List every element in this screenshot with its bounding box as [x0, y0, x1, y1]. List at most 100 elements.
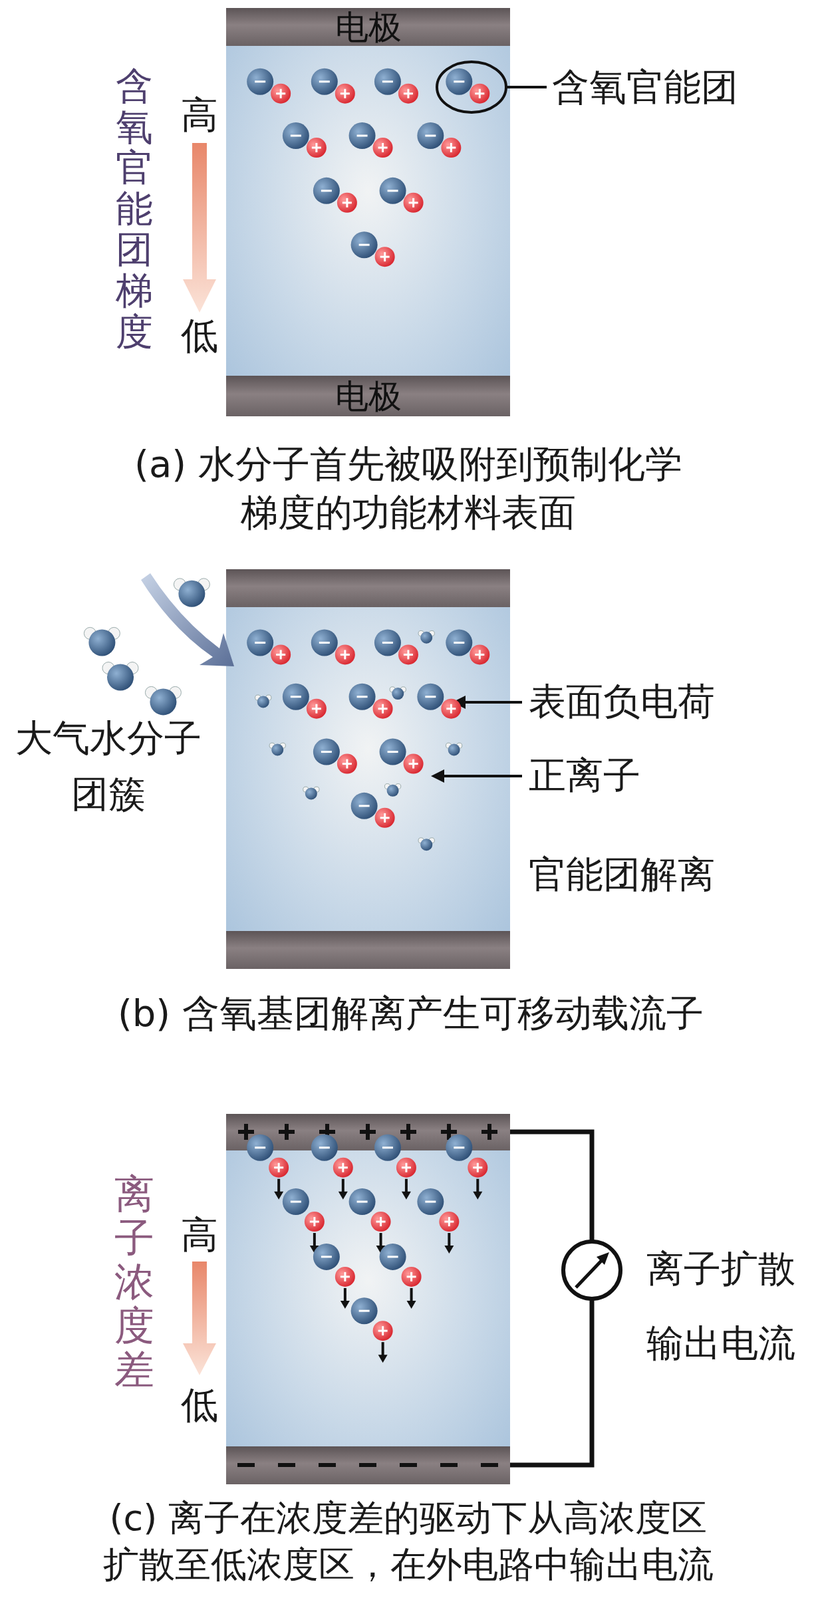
- minus-sign: [424, 1201, 436, 1204]
- vertical-label: 含氧官能团梯度: [115, 65, 153, 352]
- minus-sign: [424, 135, 436, 137]
- negative-charge: [282, 683, 310, 711]
- positive-ion: [373, 698, 394, 719]
- plus-sign: [343, 89, 346, 99]
- ammeter: [563, 1241, 621, 1299]
- plus-sign: [383, 252, 386, 262]
- plus-sign: [446, 1123, 451, 1140]
- plus-sign: [407, 649, 409, 660]
- minus-sign: [319, 1146, 330, 1149]
- positive-ion: [333, 1157, 354, 1178]
- drift-arrow: [410, 1288, 413, 1303]
- plus-sign: [279, 649, 282, 660]
- oxygen-atom: [107, 664, 134, 691]
- drift-arrow: [343, 1288, 347, 1303]
- positive-ion: [270, 644, 291, 665]
- leader-arrow: [438, 774, 523, 778]
- minus-sign: [321, 189, 332, 192]
- callout-label: 含氧官能团: [551, 63, 739, 111]
- ion-pairs: [246, 68, 490, 1363]
- plus-sign: [450, 704, 453, 714]
- positive-ion: [337, 192, 358, 213]
- arrow-head: [407, 1300, 417, 1309]
- plus-sign: [487, 1123, 492, 1140]
- negative-charge: [416, 122, 444, 149]
- electrode: 电极: [226, 7, 511, 46]
- electrode: [226, 1446, 511, 1485]
- positive-ion: [373, 1320, 394, 1341]
- plus-sign: [407, 89, 409, 99]
- plus-sign: [277, 1163, 280, 1173]
- plus-sign: [365, 1123, 370, 1140]
- drift-arrow: [379, 1232, 383, 1247]
- positive-ion: [467, 1157, 488, 1178]
- positive-ion: [306, 698, 327, 719]
- level-label: 高: [180, 91, 219, 139]
- callout-ellipse: [436, 61, 507, 113]
- positive-ion: [440, 698, 461, 719]
- ammeter-needle-head: [596, 1252, 610, 1265]
- callout-label: 离子扩散 输出电流: [646, 1231, 807, 1381]
- plus-sign: [315, 704, 318, 714]
- negative-charge: [416, 683, 444, 711]
- ammeter-needle: [575, 1259, 603, 1288]
- oxygen-atom: [391, 687, 404, 700]
- minus-sign: [453, 641, 465, 644]
- level-label: 低: [180, 312, 219, 360]
- electrode-label: 电极: [335, 10, 402, 44]
- positive-ion: [398, 644, 419, 665]
- positive-ion: [375, 808, 396, 828]
- minus-sign: [277, 1463, 296, 1468]
- negative-charge: [313, 1243, 340, 1271]
- electrode: [226, 569, 511, 608]
- minus-sign: [254, 80, 266, 83]
- negative-charge: [311, 629, 338, 656]
- plus-sign: [379, 1217, 382, 1227]
- drift-arrow: [313, 1232, 316, 1247]
- plus-sign: [279, 89, 282, 99]
- minus-sign: [319, 80, 330, 83]
- electrode: [226, 931, 511, 969]
- gradient-arrow: [182, 1261, 217, 1376]
- minus-sign: [357, 1201, 368, 1204]
- plus-sign: [343, 649, 346, 660]
- electrode-charges: [237, 1123, 499, 1466]
- minus-sign: [359, 1463, 377, 1468]
- plus-sign: [410, 1272, 413, 1282]
- drift-arrow: [405, 1179, 408, 1194]
- minus-sign: [399, 1463, 417, 1468]
- oxygen-atom: [88, 629, 116, 656]
- plus-sign: [345, 198, 348, 208]
- negative-charge: [311, 1134, 338, 1162]
- positive-ion: [304, 1211, 325, 1232]
- minus-sign: [359, 244, 370, 247]
- positive-ion: [438, 1211, 459, 1232]
- oxygen-atom: [305, 787, 318, 800]
- arrow-head: [340, 1300, 350, 1309]
- plus-sign: [383, 813, 386, 823]
- plus-sign: [345, 759, 348, 769]
- arrow-head: [338, 1191, 348, 1200]
- positive-ion: [337, 754, 358, 775]
- plus-sign: [406, 1123, 411, 1140]
- electrode-label: 电极: [335, 379, 402, 413]
- callout-label: 大气水分子 团簇: [5, 710, 212, 822]
- oxygen-atom: [420, 631, 433, 644]
- minus-sign: [424, 695, 436, 698]
- minus-sign: [321, 1255, 332, 1258]
- plus-sign: [343, 1272, 346, 1282]
- negative-charge: [282, 122, 310, 149]
- minus-sign: [387, 189, 399, 192]
- positive-ion: [469, 644, 490, 665]
- positive-ion: [403, 192, 424, 213]
- positive-ion: [371, 1211, 392, 1232]
- minus-sign: [440, 1463, 458, 1468]
- minus-sign: [321, 750, 332, 753]
- caption: (c) 离子在浓度差的驱动下从高浓度区 扩散至低浓度区，在外电路中输出电流: [42, 1495, 775, 1589]
- minus-sign: [357, 135, 368, 137]
- negative-charge: [349, 1188, 376, 1216]
- callout-label: 官能团解离: [528, 851, 715, 898]
- minus-sign: [290, 695, 302, 698]
- oxygen-atom: [420, 838, 433, 851]
- arrow-head: [273, 1191, 284, 1200]
